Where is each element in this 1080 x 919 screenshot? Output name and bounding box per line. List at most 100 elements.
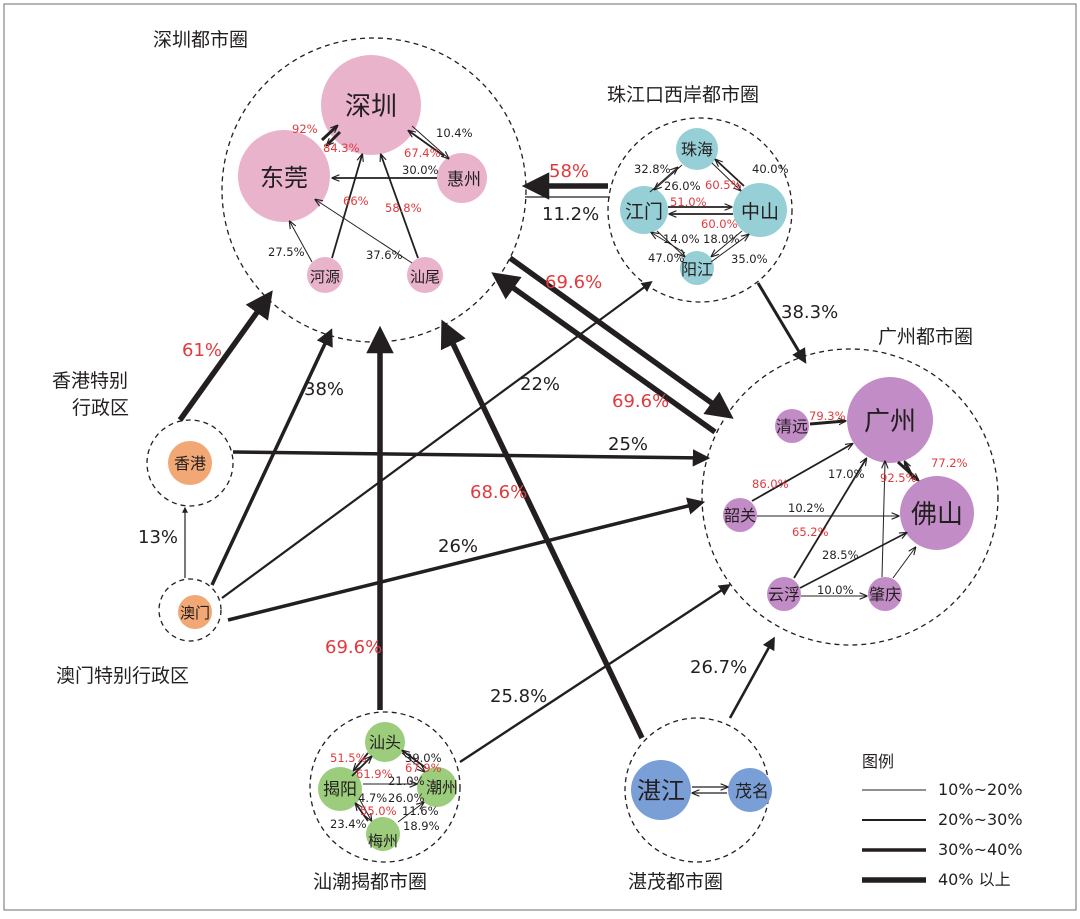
label-st-sz: 69.6% xyxy=(325,637,382,658)
flow-zhongshan-yangjiang xyxy=(712,230,743,256)
label-jy-mz-47: 4.7% xyxy=(358,791,387,805)
macau-region-title: 澳门特别行政区 xyxy=(56,665,189,687)
yunfu-node xyxy=(767,577,801,611)
jieyang-node xyxy=(318,767,362,811)
flow-jiangmen-zhuhai xyxy=(649,168,677,193)
label-qy-gz-793: 79.3% xyxy=(809,409,846,423)
zhanjiang-node xyxy=(631,760,691,820)
label-gz-fs-925: 92.5% xyxy=(880,471,917,485)
region-headings: 深圳都市圈 珠江口西岸都市圈 广州都市圈 香港特别 行政区 澳门特别行政区 汕潮… xyxy=(52,29,973,893)
jiangmen-label: 江门 xyxy=(625,201,663,223)
label-zh-jm-26: 26.0% xyxy=(664,179,701,193)
flow-yangjiang-jiangmen xyxy=(652,233,686,254)
label-jm-yj-14: 14.0% xyxy=(663,232,700,246)
flow-shenzhen-dongguan xyxy=(327,130,342,145)
flow-macau-shenzhen xyxy=(210,328,333,586)
shantou-label: 汕头 xyxy=(369,733,401,752)
shantou-region-title: 汕潮揭都市圈 xyxy=(313,871,427,893)
hongkong-region-title-line1: 香港特别 xyxy=(52,370,128,392)
label-hk-sz: 61% xyxy=(182,340,222,361)
jiangmen-node xyxy=(620,186,668,234)
label-sz-gz-1: 69.6% xyxy=(545,272,602,293)
flow-yunfu-guangzhou xyxy=(793,459,866,579)
guangzhou-region-title: 广州都市圈 xyxy=(878,326,973,348)
figure-frame xyxy=(3,3,1077,911)
qingyuan-label: 清远 xyxy=(776,417,808,436)
flow-zhanjiang-guangzhou xyxy=(728,636,775,719)
label-st-jy-515: 51.5% xyxy=(330,751,367,765)
huizhou-node xyxy=(437,153,487,203)
zhaoqing-node xyxy=(868,577,902,611)
yangjiang-label: 阳江 xyxy=(681,260,713,279)
heyuan-label: 河源 xyxy=(310,268,340,286)
label-sz-gz-2: 69.6% xyxy=(612,391,669,412)
hongkong-label: 香港 xyxy=(174,454,206,473)
flow-meizhou-jieyang xyxy=(356,804,369,822)
flow-huizhou-shenzhen xyxy=(409,131,445,157)
flow-dongguan-shenzhen xyxy=(320,126,337,142)
label-cz-st-679: 67.9% xyxy=(405,761,442,775)
zhuhai-node xyxy=(676,128,718,170)
shenzhen-node xyxy=(321,55,421,155)
label-hz-dg-30: 30.0% xyxy=(402,163,439,177)
city-circles xyxy=(168,55,974,851)
hongkong-node xyxy=(168,441,212,485)
heyuan-node xyxy=(307,257,343,293)
label-jy-cz-210: 21.0% xyxy=(388,774,425,788)
label-fs-gz-772: 77.2% xyxy=(931,456,968,470)
flow-zhuhai-zhongshan xyxy=(711,162,740,190)
label-jy-st-619: 61.9% xyxy=(356,767,393,781)
guangzhou-region-circle xyxy=(701,348,999,646)
meizhou-label: 梅州 xyxy=(368,832,398,850)
zhongshan-node xyxy=(733,183,787,237)
flow-jiangmen-yangjiang xyxy=(656,230,684,256)
legend-item-4: 40% 以上 xyxy=(938,870,1011,889)
label-zh-jm-328: 32.8% xyxy=(634,162,671,176)
label-yf-gz-652: 65.2% xyxy=(792,525,829,539)
label-sg-gz-860: 86.0% xyxy=(752,477,789,491)
flow-yunfu-foshan xyxy=(799,533,906,589)
shantou-node xyxy=(365,722,405,762)
label-sg-gz-170: 17.0% xyxy=(828,467,865,481)
label-jm-zs-51: 51.0% xyxy=(670,195,707,209)
label-cz-mz-260: 26.0% xyxy=(388,791,425,805)
flow-hongkong-guangzhou xyxy=(232,449,711,467)
flow-zhaoqing-foshan xyxy=(892,548,915,579)
label-hy-sz-66: 66% xyxy=(343,194,369,208)
foshan-node xyxy=(900,476,974,550)
label-sz-dg-92: 92% xyxy=(292,122,318,136)
shaoguan-label: 韶关 xyxy=(724,506,756,525)
zhongshan-label: 中山 xyxy=(741,201,779,223)
flow-chaozhou-shantou xyxy=(403,751,427,769)
flow-meizhou-chaozhou xyxy=(397,803,423,823)
inter-region-flows xyxy=(177,172,807,764)
flow-shenzhen-guangzhou-a xyxy=(508,255,734,419)
maoming-label: 茂名 xyxy=(735,782,769,802)
label-zj-gz: 26.7% xyxy=(690,657,747,678)
label-mz-cz-116: 11.6% xyxy=(402,804,439,818)
macau-label: 澳门 xyxy=(180,604,210,622)
flow-shaoguan-guangzhou xyxy=(751,444,852,502)
legend-item-2: 20%~30% xyxy=(938,810,1023,829)
guangzhou-label: 广州 xyxy=(864,407,916,437)
flow-yangjiang-zhongshan xyxy=(710,235,748,263)
label-zs-yj-18: 18.0% xyxy=(703,232,740,246)
label-west-sz-58: 58% xyxy=(549,161,589,182)
flow-shanwei-dongguan xyxy=(316,200,413,264)
legend: 图例 10%~20% 20%~30% 30%~40% 40% 以上 xyxy=(862,752,1023,889)
chaozhou-node xyxy=(417,767,457,807)
label-yj-jm-47: 47.0% xyxy=(648,251,685,265)
flow-heyuan-dongguan xyxy=(290,222,313,263)
zhanjiang-label: 湛江 xyxy=(637,777,685,805)
city-labels: 深圳 东莞 惠州 河源 汕尾 珠海 江门 中山 阳江 广州 佛山 清远 韶关 云… xyxy=(174,92,963,850)
dongguan-node xyxy=(238,130,330,222)
macau-node xyxy=(178,595,212,629)
zhuhai-label: 珠海 xyxy=(681,140,713,159)
label-zs-jm-60: 60.0% xyxy=(701,217,738,231)
foshan-label: 佛山 xyxy=(911,500,963,530)
label-macau-west: 22% xyxy=(520,374,560,395)
yangjiang-node xyxy=(680,251,714,285)
flow-shanwei-shenzhen xyxy=(381,155,419,259)
shanwei-label: 汕尾 xyxy=(410,268,440,286)
label-mz-jy-550: 55.0% xyxy=(360,804,397,818)
